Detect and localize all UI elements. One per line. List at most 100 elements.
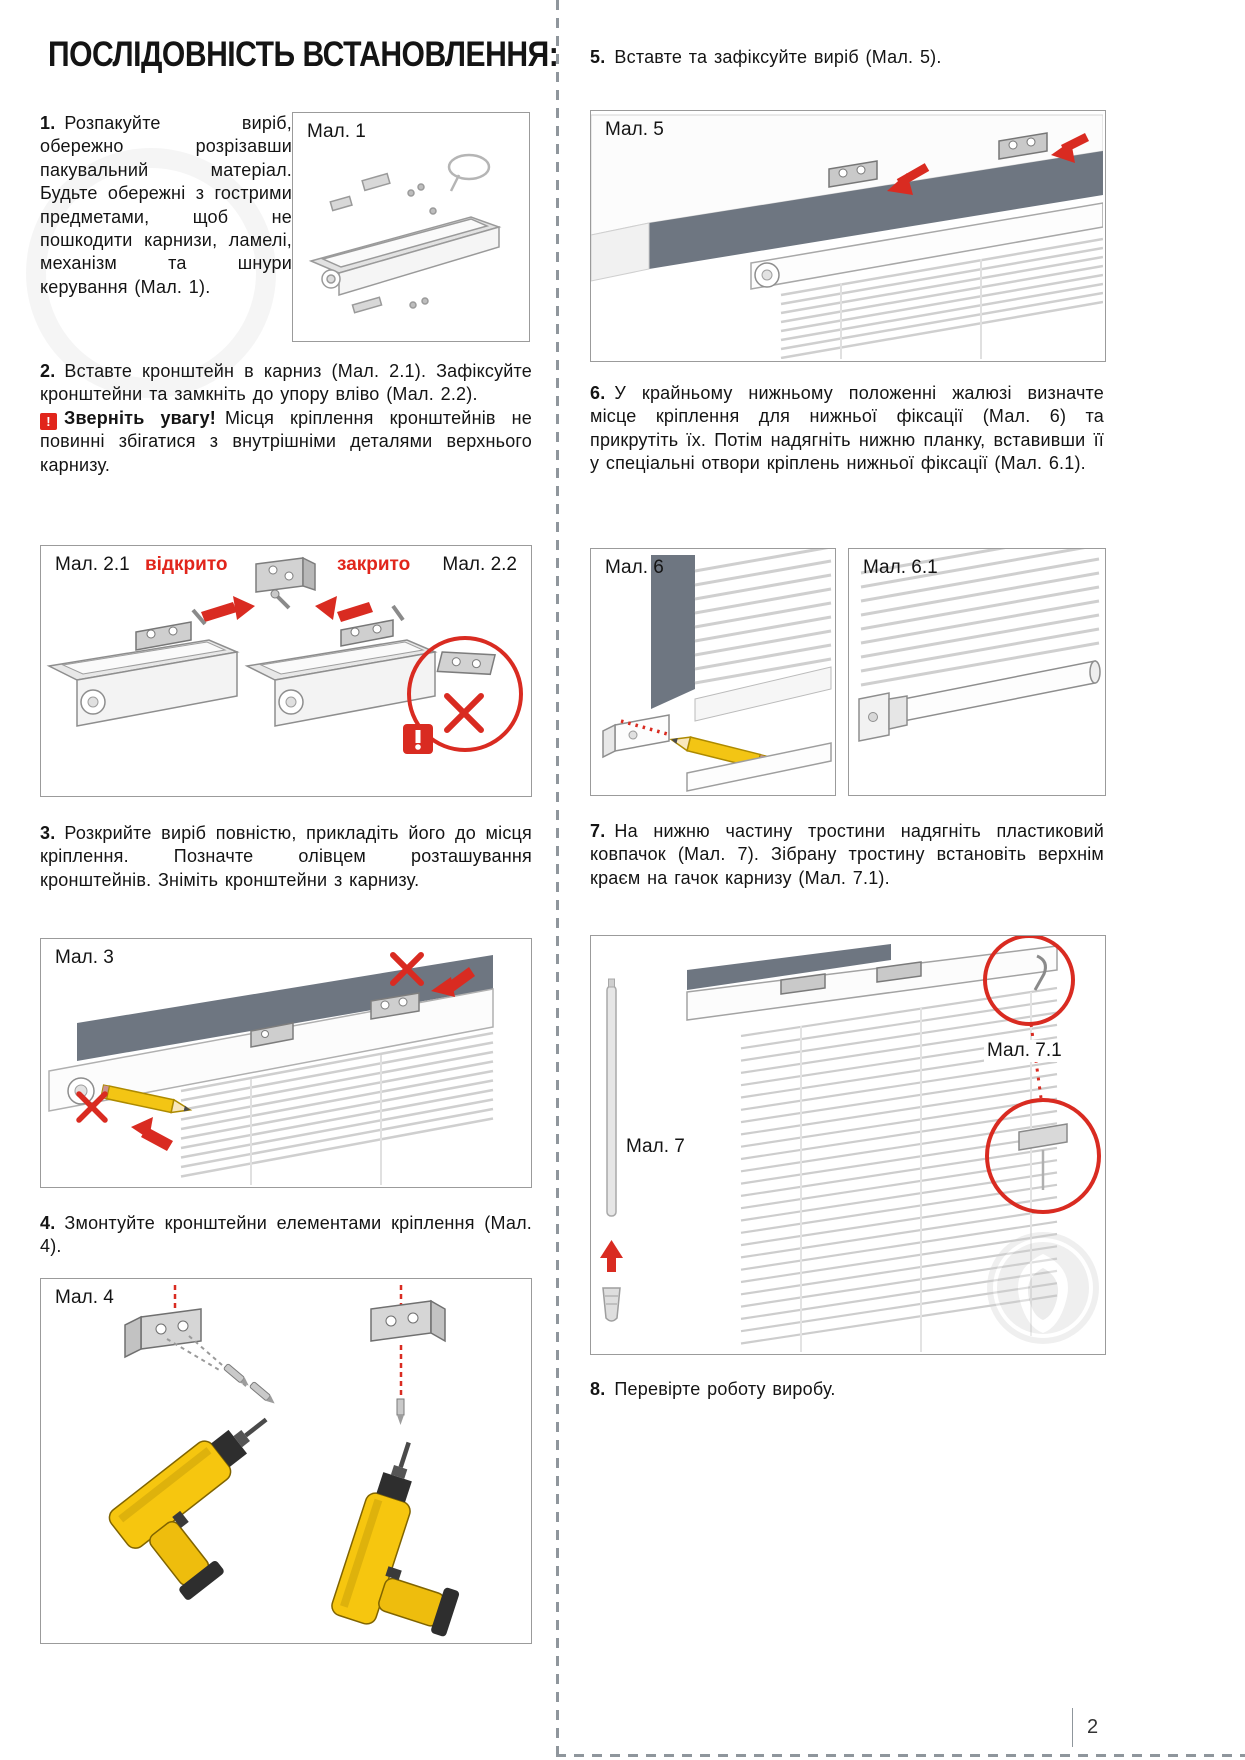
fig3-illustration [48, 952, 494, 1185]
fig4-illustration [108, 1285, 460, 1637]
figure-7: Мал. 7 Мал. 7.1 [590, 935, 1106, 1355]
cross-mark-icon [444, 693, 484, 733]
step-3-text: Розкрийте виріб повністю, прикладіть йог… [40, 823, 532, 890]
window-recess [77, 955, 493, 1061]
figure-5-label: Мал. 5 [605, 119, 664, 140]
fig5-illustration [591, 114, 1103, 359]
bracket-icon [828, 160, 878, 188]
figure-6: Мал. 6 [590, 548, 836, 796]
warning-badge-icon [403, 724, 433, 754]
step-1-text: Розпакуйте виріб, обережно розрізавши па… [40, 113, 292, 297]
slats [180, 1031, 494, 1178]
arrow-icon [131, 1117, 173, 1151]
figure-1: Мал. 1 [292, 112, 530, 342]
figure-3-label: Мал. 3 [55, 947, 114, 968]
cross-mark-icon [390, 952, 424, 986]
wand-rod [606, 978, 617, 1217]
figure-6-1: Мал. 6.1 [848, 548, 1106, 796]
slats [694, 549, 832, 685]
slats [740, 986, 1058, 1345]
drill-icon [331, 1441, 460, 1637]
bracket-top-icon [255, 556, 316, 610]
figure-7-label: Мал. 7 [626, 1136, 685, 1157]
bottom-divider [556, 1754, 1245, 1757]
figure-1-label: Мал. 1 [307, 121, 366, 142]
step-7-text: На нижню частину тростини надягніть плас… [590, 821, 1104, 888]
arrow-icon [1051, 132, 1090, 163]
step-8-paragraph: 8. Перевірте роботу виробу. [590, 1378, 1104, 1401]
figure-7-1-label: Мал. 7.1 [984, 1040, 1065, 1062]
step-2-paragraph: 2.Вставте кронштейн в карниз (Мал. 2.1).… [40, 360, 532, 477]
page-number: 2 [1072, 1708, 1098, 1747]
step-6-text: У крайньому нижньому положенні жалюзі ви… [590, 383, 1104, 474]
figure-6-label: Мал. 6 [605, 557, 664, 578]
brand-watermark [987, 1232, 1099, 1344]
figure-5: Мал. 5 [590, 110, 1106, 362]
column-divider [556, 0, 559, 1760]
warning-title: Зверніть увагу! [64, 407, 216, 428]
bracket-icon [370, 992, 420, 1020]
fig6-1-illustration [858, 549, 1101, 742]
cross-mark-icon [76, 1091, 108, 1123]
window-recess [651, 555, 695, 709]
figure-2-1-label: Мал. 2.1 [55, 554, 130, 575]
figure-4: Мал. 4 [40, 1278, 532, 1644]
step-5-number: 5. [590, 47, 606, 67]
fixation-clip [858, 692, 908, 742]
page-title: ПОСЛІДОВНІСТЬ ВСТАНОВЛЕННЯ: [48, 34, 559, 74]
arrow-up-icon [600, 1240, 623, 1272]
step-1-number: 1. [40, 113, 56, 133]
bracket-icon [250, 1022, 294, 1048]
arrow-icon [887, 163, 930, 195]
window-recess [687, 944, 891, 990]
fig7-illustration [600, 936, 1101, 1352]
step-5-text: Вставте та зафіксуйте виріб (Мал. 5). [614, 47, 942, 67]
bracket-icon [370, 1285, 446, 1425]
arrow-right-icon [201, 596, 255, 622]
cornice-closed-drawing [246, 604, 436, 727]
cornice-open-drawing [48, 608, 238, 727]
step-7-number: 7. [590, 821, 606, 841]
window-recess [649, 151, 1103, 269]
step-8-text: Перевірте роботу виробу. [614, 1379, 836, 1399]
figure-2-2-label: Мал. 2.2 [442, 554, 517, 575]
step-5-paragraph: 5. Вставте та зафіксуйте виріб (Мал. 5). [590, 46, 1095, 69]
fig1-illustration [308, 153, 502, 314]
bracket-icon [124, 1285, 202, 1359]
screws [166, 1335, 275, 1404]
arrow-icon [431, 967, 475, 997]
fig2-illustration [48, 556, 523, 754]
figure-4-label: Мал. 4 [55, 1287, 114, 1308]
cornice-exploded-drawing [308, 153, 502, 314]
step-4-text: Змонтуйте кронштейни елементами кріпленн… [40, 1213, 532, 1257]
step-6-number: 6. [590, 383, 606, 403]
wrong-position-mark [403, 636, 523, 754]
pencil-icon [100, 1084, 193, 1114]
bracket-icon [998, 132, 1048, 160]
plastic-cap-icon [602, 1287, 621, 1322]
step-4-number: 4. [40, 1213, 56, 1233]
step-1-paragraph: 1.Розпакуйте виріб, обережно розрізавши … [40, 112, 292, 299]
detail-circle-top [983, 936, 1075, 1026]
figure-2-closed-label: закрито [337, 554, 411, 575]
figure-6-1-label: Мал. 6.1 [863, 557, 938, 578]
fixation-bracket [602, 714, 670, 759]
slats [860, 549, 1100, 687]
step-7-paragraph: 7.На нижню частину тростини надягніть пл… [590, 820, 1104, 890]
step-8-number: 8. [590, 1379, 606, 1399]
detail-circle-bottom [985, 1098, 1101, 1214]
drill-icon [108, 1417, 268, 1600]
arrow-left-icon [315, 596, 373, 622]
step-2-text: Вставте кронштейн в карниз (Мал. 2.1). З… [40, 361, 532, 405]
figure-2: Мал. 2.1 відкрито закрито Мал. 2.2 [40, 545, 532, 797]
warning-icon: ! [40, 412, 57, 430]
fig6-illustration [602, 549, 832, 792]
step-2-number: 2. [40, 361, 56, 381]
warning-text: Місця кріплення кронштейнів не повинні з… [40, 407, 532, 475]
step-3-number: 3. [40, 823, 56, 843]
figure-2-open-label: відкрито [145, 554, 228, 575]
step-3-paragraph: 3.Розкрийте виріб повністю, прикладіть й… [40, 822, 532, 892]
figure-3: Мал. 3 [40, 938, 532, 1188]
slats [780, 237, 1103, 359]
